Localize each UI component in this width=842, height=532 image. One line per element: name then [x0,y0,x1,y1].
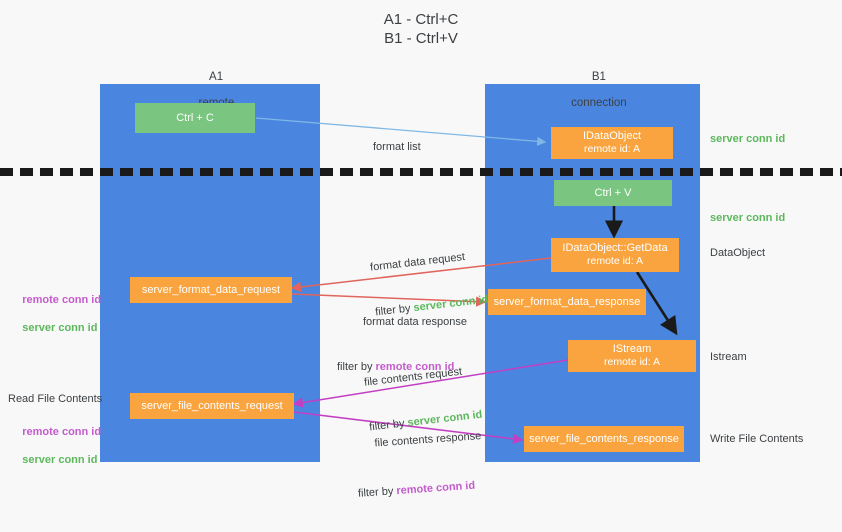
side-label-read-file-contents: Read File Contents [8,393,103,405]
side-label-dataobject: DataObject [710,247,766,259]
annotation-format-list-text: format list [373,141,421,153]
node-idataobject-line1: IDataObject [582,130,642,142]
remote-conn-id-keyword: remote conn id [396,479,476,498]
annotation-format-data-response-line2: filter by remote conn id [337,360,467,375]
node-ctrl-v-label: Ctrl + V [594,186,632,199]
annotation-file-contents-response-line2: filter by remote conn id [358,478,486,502]
annotation-file-contents-response: file contents response filter by remote … [352,399,487,532]
node-istream-line2: remote id: A [603,356,661,368]
node-idataobject-getdata[interactable]: IDataObject::GetData remote id: A [551,238,679,272]
remote-conn-id-label: remote conn id [22,294,102,306]
node-server-format-data-request[interactable]: server_format_data_request [130,277,292,303]
node-server-file-contents-request[interactable]: server_file_contents_request [130,393,294,419]
node-istream[interactable]: IStream remote id: A [568,340,696,372]
filter-by-text: filter by [357,485,397,500]
side-label-istream: Istream [710,351,747,363]
remote-conn-id-label: remote conn id [22,426,102,438]
node-idataobject-line2: remote id: A [583,143,641,155]
node-server-file-contents-response-label: server_file_contents_response [529,432,679,445]
annotation-format-data-response-line1: format data response [363,316,467,328]
node-ctrl-v[interactable]: Ctrl + V [554,180,672,206]
side-label-write-file-contents: Write File Contents [710,433,804,445]
side-label-server-conn-id-top: server conn id [710,133,786,145]
node-idataobject[interactable]: IDataObject remote id: A [551,127,673,159]
side-label-conn-ids-lower: remote conn id server conn id [10,411,101,481]
node-server-file-contents-response[interactable]: server_file_contents_response [524,426,684,452]
lane-b1-sub: connection [571,97,627,109]
lane-b1-name: B1 [591,71,606,83]
node-server-format-data-response[interactable]: server_format_data_response [488,289,646,315]
server-conn-id-label: server conn id [22,454,98,466]
side-label-conn-ids-upper: remote conn id server conn id [10,279,101,349]
server-conn-id-label: server conn id [22,322,98,334]
annotation-format-data-response: format data response filter by remote co… [337,285,467,405]
lane-a1-name: A1 [209,71,224,83]
remote-conn-id-keyword: remote conn id [375,361,455,373]
annotation-format-data-request-line1: format data request [369,251,466,274]
node-istream-line1: IStream [612,343,652,355]
node-server-format-data-request-label: server_format_data_request [141,283,281,296]
node-getdata-line2: remote id: A [586,255,644,267]
node-server-file-contents-request-label: server_file_contents_request [141,399,283,412]
annotation-file-contents-response-line1: file contents response [374,430,482,450]
node-ctrl-c-label: Ctrl + C [176,111,214,124]
annotation-format-list: format list [373,110,421,185]
page-title: A1 - Ctrl+C B1 - Ctrl+V [383,11,459,47]
node-getdata-line1: IDataObject::GetData [562,242,668,254]
filter-by-text: filter by [337,361,376,373]
lane-header-b1: B1 connection [485,58,700,123]
phase-divider [0,168,842,176]
diagram-canvas: A1 - Ctrl+C B1 - Ctrl+V A1 remote B1 con… [0,11,842,500]
node-ctrl-c[interactable]: Ctrl + C [135,103,255,133]
side-label-server-conn-id-mid: server conn id [710,212,786,224]
node-server-format-data-response-label: server_format_data_response [493,295,641,308]
annotation-file-contents-request-line1: file contents request [363,365,463,389]
